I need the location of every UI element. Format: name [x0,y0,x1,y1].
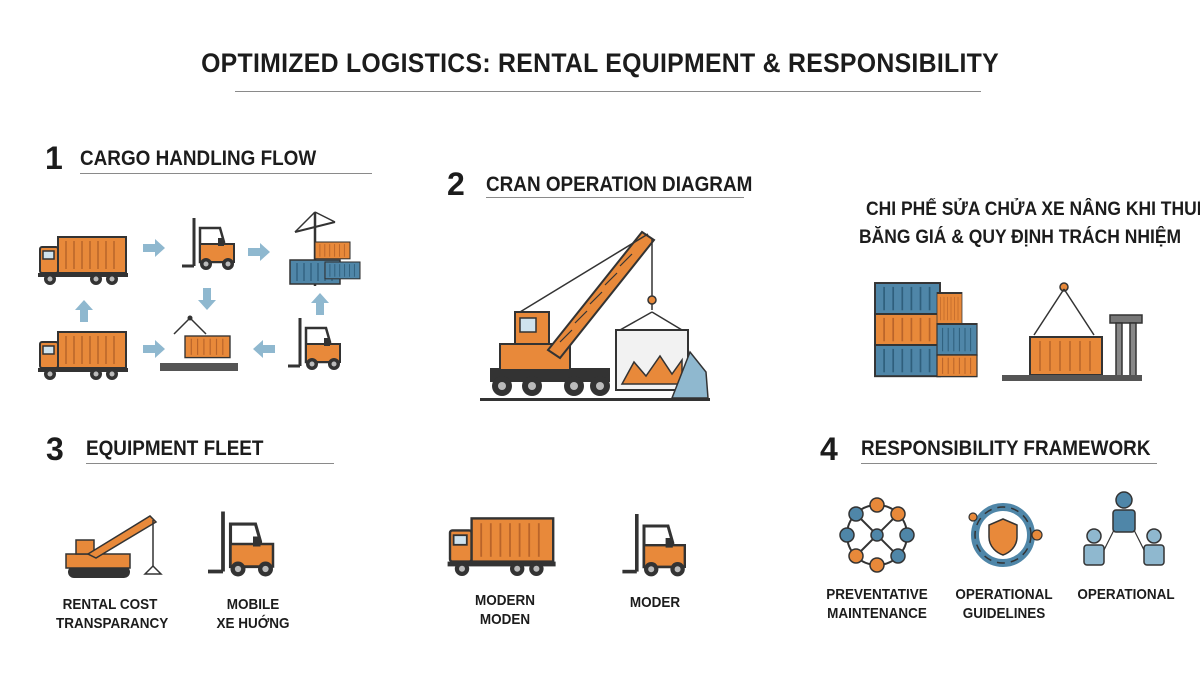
vietnamese-heading-line1: CHI PHẾ SỬA CHỬA XE NÂNG KHI THUỆ [866,199,1200,220]
caption-mobile: MOBILE XE HUỚNG [216,596,290,632]
section-4-title: RESPONSIBILITY FRAMEWORK [861,437,1151,460]
section-4-divider [861,463,1157,464]
section-2-divider [486,197,744,198]
team-icon [1083,491,1165,566]
gear-shield-icon [968,503,1043,567]
caption-operational-guidelines: OPERATIONAL GUIDELINES [955,586,1053,622]
page-title: OPTIMIZED LOGISTICS: RENTAL EQUIPMENT & … [201,48,999,78]
caption-moder: MODER [629,594,681,611]
section-4-number: 4 [820,431,838,467]
section-1-number: 1 [45,140,63,176]
section-2-number: 2 [447,166,465,202]
title-divider [235,91,981,92]
crane-icon [65,515,163,578]
container-icon [160,315,238,371]
vietnamese-heading-line2: BĂNG GIÁ & QUY ĐỊNH TRÁCH NHIỆM [859,227,1182,248]
caption-preventative-maintenance: PREVENTATIVE MAINTENANCE [826,586,928,622]
section-2-title: CRAN OPERATION DIAGRAM [486,173,753,196]
section-3-number: 3 [46,431,64,467]
section-1-divider [80,173,372,174]
container-icon [615,329,709,399]
section-3-divider [86,463,334,464]
caption-modern: MODERN MODEN [474,592,535,628]
crane-icon [289,211,361,286]
network-icon [839,497,915,573]
caption-operational: OPERATIONAL [1077,586,1175,603]
caption-rental-cost: RENTAL COST TRANSPARANCY [56,596,169,632]
crane-icon [1002,282,1143,381]
section-1-title: CARGO HANDLING FLOW [80,147,317,170]
section-3-title: EQUIPMENT FLEET [86,437,264,460]
crane-icon [480,230,710,401]
